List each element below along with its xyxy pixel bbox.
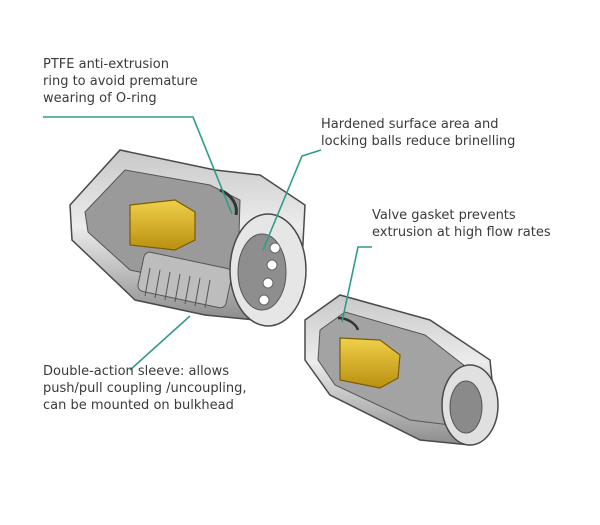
male-brass-valve [339, 337, 401, 389]
double-action-sleeve [137, 251, 233, 309]
leader-locking-balls [262, 149, 322, 251]
leader-sleeve [129, 315, 191, 371]
leader-ptfe-ring [43, 116, 233, 215]
male-rear-opening [449, 380, 483, 434]
valve-gasket [337, 316, 360, 331]
callout-ptfe-ring: PTFE anti-extrusion ring to avoid premat… [43, 57, 198, 106]
female-coupler-half [69, 149, 307, 327]
male-nipple-half [304, 294, 499, 446]
locking-balls [258, 242, 281, 306]
female-brass-valve [129, 199, 196, 251]
callout-valve-gasket: Valve gasket prevents extrusion at high … [372, 208, 551, 240]
callout-double-action-sleeve: Double-action sleeve: allows push/pull c… [43, 364, 247, 413]
leader-lines [43, 116, 372, 371]
leader-valve-gasket [341, 246, 372, 323]
callout-hardened-surface: Hardened surface area and locking balls … [321, 117, 516, 149]
